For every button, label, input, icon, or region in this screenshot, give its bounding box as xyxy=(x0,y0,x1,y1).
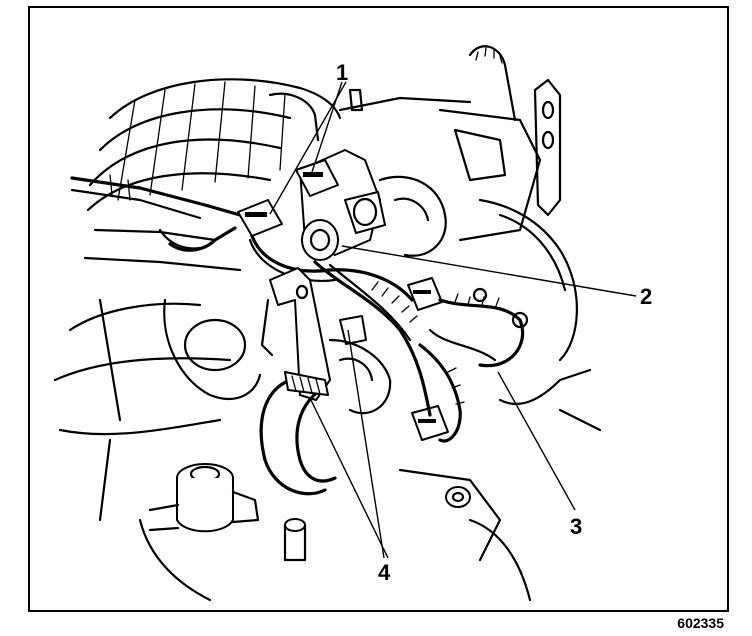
callout-1: 1 xyxy=(336,60,348,85)
wiring-harness xyxy=(248,234,529,443)
callout-4: 4 xyxy=(378,560,391,585)
lower-fitting xyxy=(138,463,260,602)
leader-3 xyxy=(497,371,576,511)
leader-4a xyxy=(347,329,385,559)
leader-1b xyxy=(269,81,347,215)
right-bracket xyxy=(438,45,578,362)
leader-2 xyxy=(341,245,637,297)
engine-illustration xyxy=(53,45,602,602)
intake-manifold xyxy=(86,78,472,212)
coolant-hose xyxy=(259,371,337,496)
leader-lines xyxy=(269,81,637,559)
callout-2: 2 xyxy=(640,284,652,309)
electrical-connectors xyxy=(237,159,449,441)
figure-id: 602335 xyxy=(677,615,724,631)
fuel-lines xyxy=(70,174,242,272)
lower-hardware xyxy=(283,468,532,602)
engine-block xyxy=(53,298,602,522)
support-bracket xyxy=(260,267,331,401)
callout-3: 3 xyxy=(570,514,582,539)
leader-4b xyxy=(309,397,389,559)
